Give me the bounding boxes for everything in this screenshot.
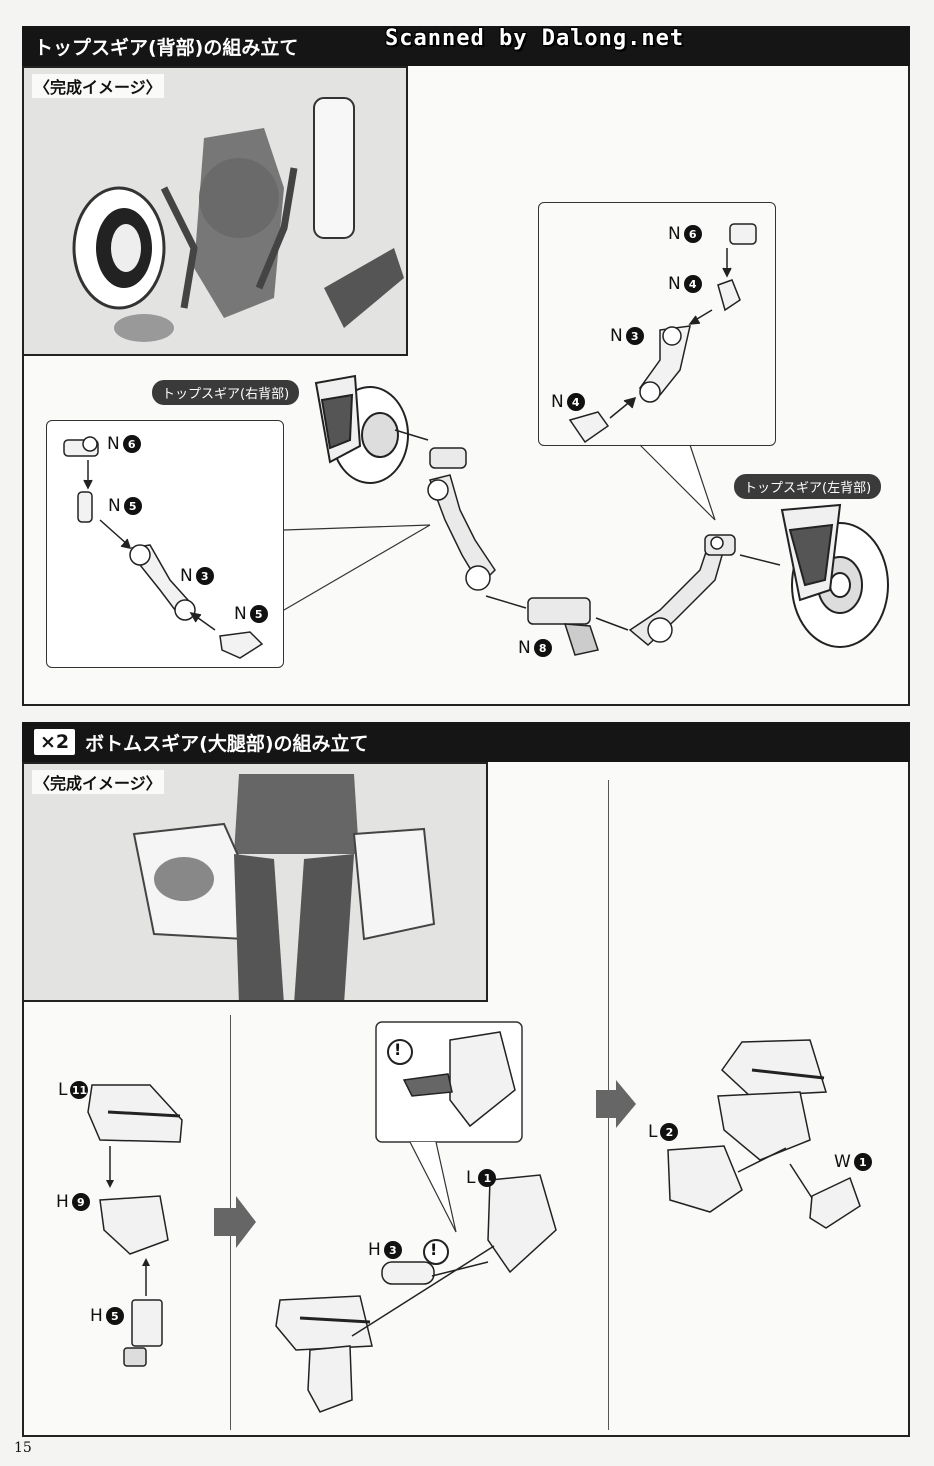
multiplier-badge: ×2 <box>34 729 76 755</box>
tag-left-back: トップスギア(左背部) <box>734 474 882 499</box>
complete-image-illustration-2 <box>24 764 486 1000</box>
complete-image-illustration <box>24 68 406 354</box>
page-number: 15 <box>14 1440 32 1456</box>
caution-icon: ! <box>394 1040 402 1059</box>
complete-image-box-2: 〈完成イメージ〉 <box>22 762 488 1002</box>
section-title: トップスギア(背部)の組み立て <box>34 36 299 59</box>
complete-image-box: 〈完成イメージ〉 <box>22 66 408 356</box>
watermark: Scanned by Dalong.net <box>385 26 685 51</box>
complete-image-label: 〈完成イメージ〉 <box>32 770 164 794</box>
section-header-bottoms-gear: ×2 ボトムスギア(大腿部)の組み立て <box>22 722 910 762</box>
caution-icon: ! <box>430 1240 438 1259</box>
complete-image-label: 〈完成イメージ〉 <box>32 74 164 98</box>
section-title: ボトムスギア(大腿部)の組み立て <box>85 732 369 755</box>
callout-left-arm-detail <box>538 202 776 446</box>
callout-right-arm-detail <box>46 420 284 668</box>
section-header-tops-gear: トップスギア(背部)の組み立て <box>22 26 910 66</box>
tag-right-back: トップスギア(右背部) <box>152 380 300 405</box>
